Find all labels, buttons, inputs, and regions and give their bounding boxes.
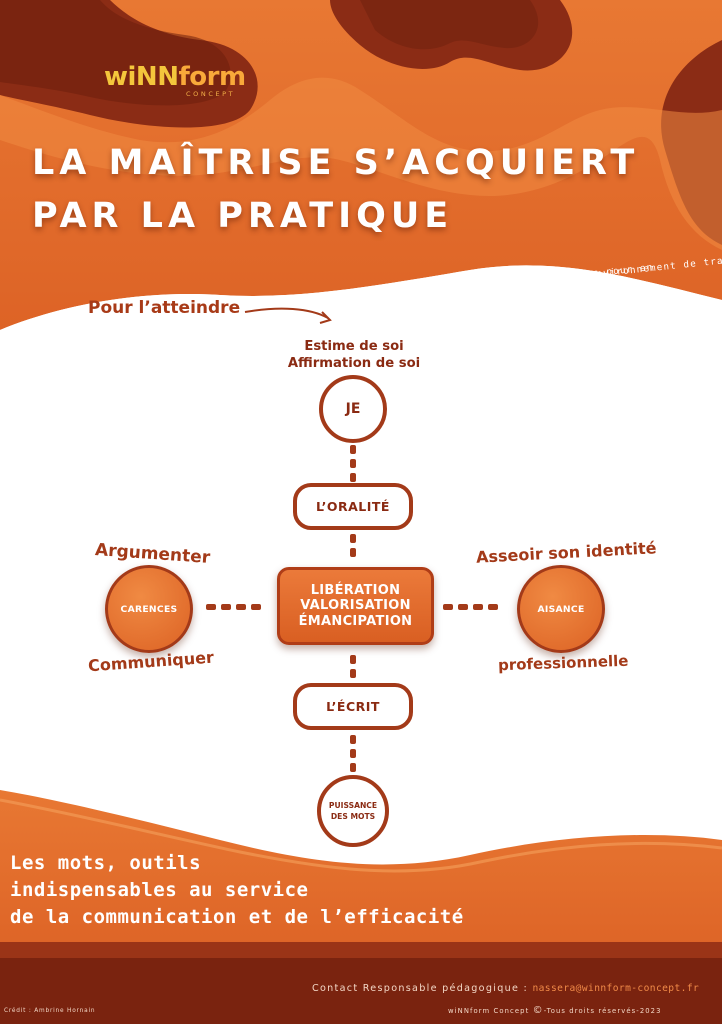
center-line-2: VALORISATION xyxy=(300,598,411,614)
ecrit-label: L’ÉCRIT xyxy=(326,699,380,714)
carences-label: CARENCES xyxy=(120,603,178,615)
center-line-3: ÉMANCIPATION xyxy=(298,613,413,629)
copyright-symbol: © xyxy=(532,1005,544,1016)
copyright-text: -Tous droits réservés-2023 xyxy=(543,1007,662,1015)
top-label-2: Affirmation de soi xyxy=(287,356,421,371)
logo-part-1: wiNN xyxy=(104,62,179,92)
oralite-pill: L’ORALITÉ xyxy=(293,483,413,530)
bottom-title-line-2: indispensables au service xyxy=(10,879,309,901)
intro-text: Pour l’atteindre xyxy=(88,298,241,318)
contact-email-link[interactable]: nassera@winnform-concept.fr xyxy=(532,983,700,994)
photo-credit: Crédit : Ambrine Hornain xyxy=(4,1008,96,1014)
puissance-circle: PUISSANCE DES MOTS xyxy=(317,775,389,847)
contact-label: Contact Responsable pédagogique : xyxy=(312,983,529,994)
puissance-line-1: PUISSANCE xyxy=(328,801,378,810)
copyright: wiNNform Concept ©-Tous droits réservés-… xyxy=(448,1005,662,1016)
logo-subtitle: CONCEPT xyxy=(186,90,236,98)
ecrit-pill: L’ÉCRIT xyxy=(293,683,413,730)
oralite-label: L’ORALITÉ xyxy=(316,499,390,514)
carences-circle: CARENCES xyxy=(105,565,193,653)
bottom-title-line-3: de la communication et de l’efficacité xyxy=(10,906,464,928)
puissance-line-2: DES MOTS xyxy=(330,812,376,821)
headline-line-2: PAR LA PRATIQUE xyxy=(32,196,454,236)
center-line-1: LIBÉRATION xyxy=(310,582,401,598)
copyright-brand: wiNNform Concept xyxy=(448,1007,530,1015)
center-box: LIBÉRATION VALORISATION ÉMANCIPATION xyxy=(277,567,434,645)
aisance-label: AISANCE xyxy=(537,603,585,615)
je-label: JE xyxy=(345,401,361,417)
arrow-icon xyxy=(244,307,329,319)
headline-line-1: LA MAÎTRISE S’ACQUIERT xyxy=(32,143,640,183)
top-label-1: Estime de soi xyxy=(304,339,404,354)
aisance-circle: AISANCE xyxy=(517,565,605,653)
brand-logo: wiNNform xyxy=(104,64,246,90)
je-circle: JE xyxy=(319,375,387,443)
footer-contact: Contact Responsable pédagogique : nasser… xyxy=(312,983,699,994)
bottom-title-line-1: Les mots, outils xyxy=(10,852,202,874)
logo-part-2: form xyxy=(178,62,246,92)
